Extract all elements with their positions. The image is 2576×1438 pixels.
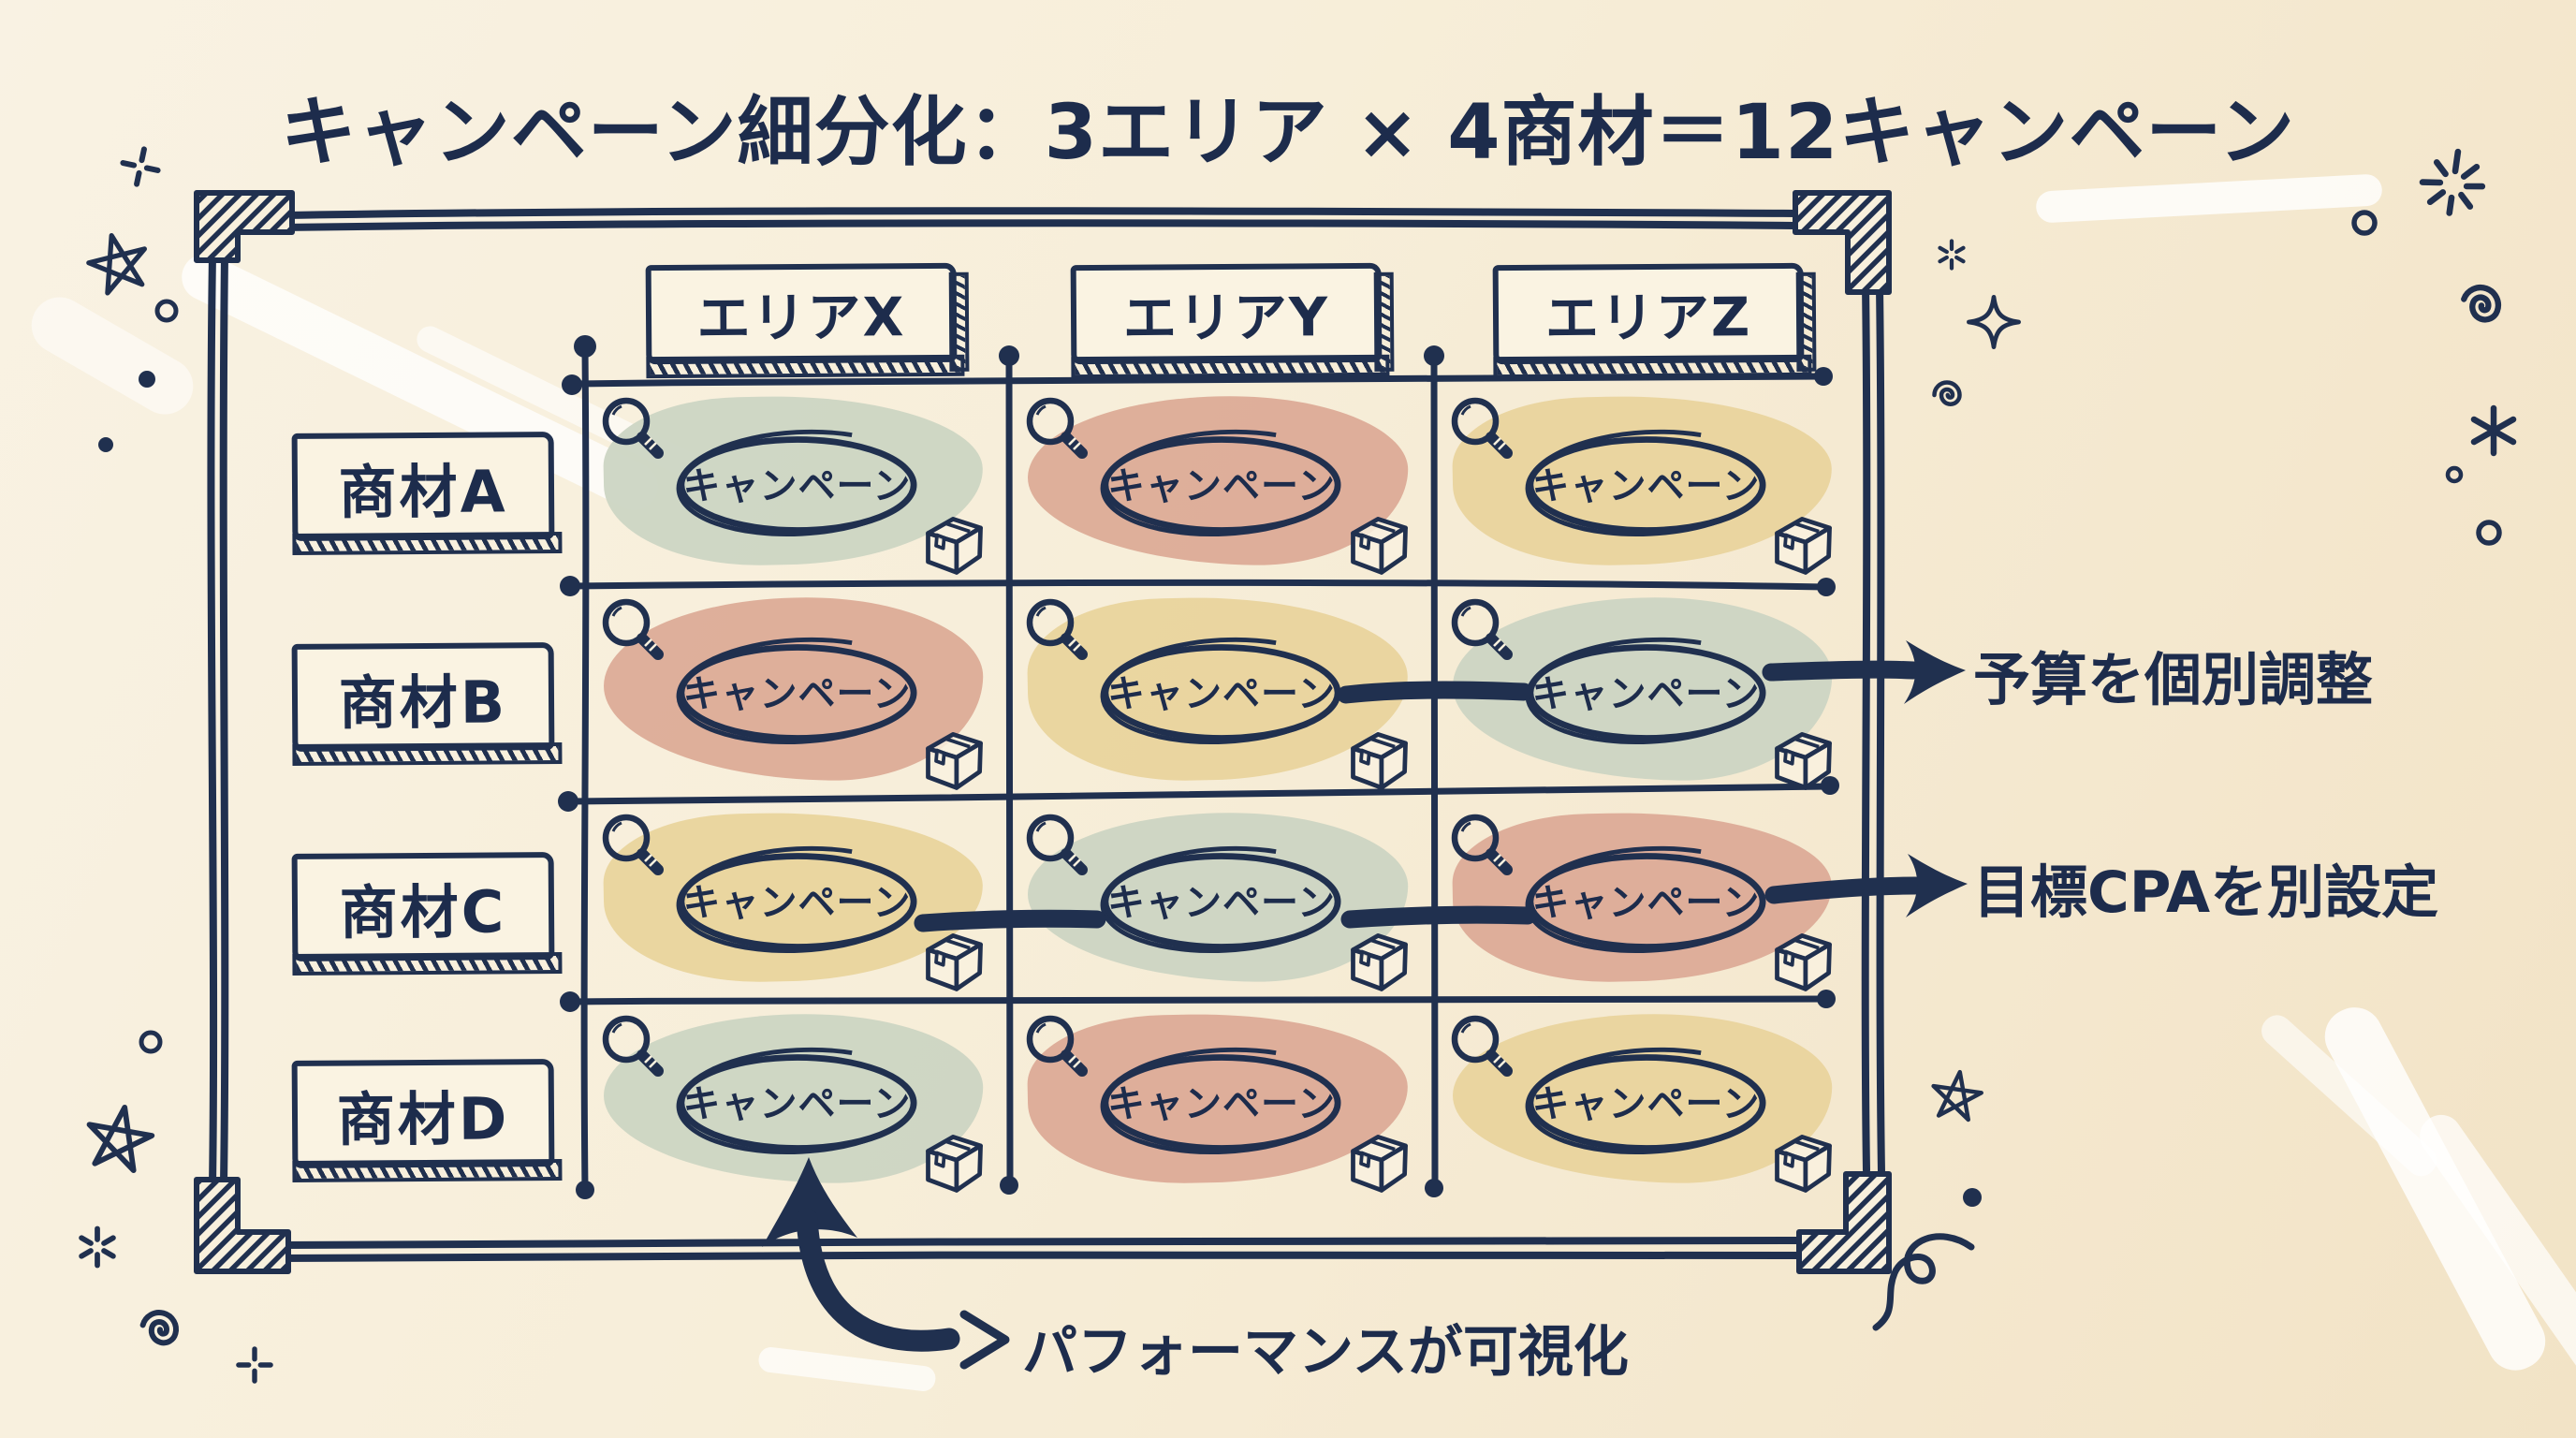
dot-icon (98, 437, 113, 452)
row-header-product-a: 商材A (291, 432, 555, 541)
callout-cpa: 目標CPAを別設定 (1973, 859, 2439, 926)
package-icon (919, 1126, 990, 1197)
performance-curve-arrow (796, 1208, 1010, 1370)
package-icon (919, 925, 990, 996)
column-header-label: エリアY (1122, 286, 1330, 350)
grid-cell-b-y: キャンペーン (1009, 585, 1434, 800)
row-header-label: 商材B (338, 667, 508, 738)
campaign-label: キャンペーン (682, 464, 912, 508)
campaign-label: キャンペーン (1531, 1082, 1761, 1126)
package-icon (1344, 925, 1415, 996)
column-header-label: エリアZ (1544, 286, 1752, 350)
ring-icon (2351, 210, 2378, 236)
spiral-icon (2460, 283, 2504, 324)
row-header-product-b: 商材B (291, 642, 555, 752)
grid-cell-b-z: キャンペーン (1434, 585, 1858, 800)
page-title: キャンペーン細分化：3エリア × 4商材＝12キャンペーン (280, 89, 2296, 177)
campaign-label: キャンペーン (682, 1082, 912, 1126)
grid-cell-c-y: キャンペーン (1009, 800, 1434, 1002)
row-header-product-d: 商材D (291, 1059, 555, 1168)
row-header-label: 商材C (339, 876, 507, 947)
corner-bracket-bottom-left (194, 1177, 291, 1274)
row-header-label: 商材D (336, 1083, 510, 1154)
row-header-product-c: 商材C (291, 852, 555, 961)
grid-cell-c-z: キャンペーン (1434, 800, 1858, 1002)
grid-cell-a-z: キャンペーン (1434, 384, 1858, 585)
asterisk-icon (2474, 408, 2513, 453)
column-header-area-z: エリアZ (1492, 262, 1805, 365)
spiral-icon (139, 1309, 180, 1345)
package-icon (1768, 508, 1839, 580)
grid-cell-d-z: キャンペーン (1434, 1002, 1858, 1203)
column-header-area-y: エリアY (1070, 262, 1383, 365)
grid-cell-d-x: キャンペーン (585, 1002, 1009, 1203)
package-icon (1344, 1126, 1415, 1197)
star-icon (1929, 1068, 1983, 1121)
ring-icon (2445, 465, 2464, 484)
row-header-label: 商材A (338, 456, 508, 527)
campaign-label: キャンペーン (682, 881, 912, 925)
campaign-label: キャンペーン (682, 672, 912, 716)
corner-bracket-top-left (194, 190, 295, 263)
campaign-label: キャンペーン (1107, 881, 1336, 925)
grid-cell-a-x: キャンペーン (585, 384, 1009, 585)
package-icon (1768, 724, 1839, 795)
arrow-right-icon (959, 1310, 1010, 1370)
grid-cell-b-x: キャンペーン (585, 585, 1009, 800)
four-point-star-icon (1969, 297, 2018, 346)
package-icon (919, 724, 990, 795)
sparkle-icon (81, 1228, 113, 1265)
campaign-label: キャンペーン (1107, 464, 1336, 508)
column-header-area-x: エリアX (645, 262, 958, 365)
spiral-icon (1935, 383, 1960, 404)
column-header-label: エリアX (696, 286, 906, 350)
package-icon (919, 508, 990, 580)
grid-cell-c-x: キャンペーン (585, 800, 1009, 1002)
star-icon (83, 228, 153, 296)
campaign-label: キャンペーン (1107, 1082, 1336, 1126)
sparkle-icon (1940, 242, 1964, 269)
arrow-right-icon (1904, 640, 1966, 704)
campaign-label: キャンペーン (1531, 672, 1761, 716)
grid-cell-d-y: キャンペーン (1009, 1002, 1434, 1203)
callout-performance: パフォーマンスが可視化 (1022, 1319, 1629, 1384)
package-icon (1344, 508, 1415, 580)
ring-icon (139, 1030, 163, 1054)
grid-cell-a-y: キャンペーン (1009, 384, 1434, 585)
campaign-label: キャンペーン (1531, 881, 1761, 925)
package-icon (1768, 925, 1839, 996)
ring-icon (2476, 520, 2502, 546)
ring-icon (154, 299, 179, 323)
curl-squiggle-icon (1876, 1237, 1971, 1328)
plus-sparkle-icon (239, 1349, 271, 1381)
arrow-right-icon (1906, 854, 1968, 917)
campaign-label: キャンペーン (1531, 464, 1761, 508)
package-icon (1768, 1126, 1839, 1197)
callout-budget: 予算を個別調整 (1973, 647, 2374, 713)
dot-icon (1963, 1188, 1982, 1207)
dot-icon (139, 371, 155, 388)
campaign-label: キャンペーン (1107, 672, 1336, 716)
package-icon (1344, 724, 1415, 795)
star-icon (83, 1102, 156, 1172)
